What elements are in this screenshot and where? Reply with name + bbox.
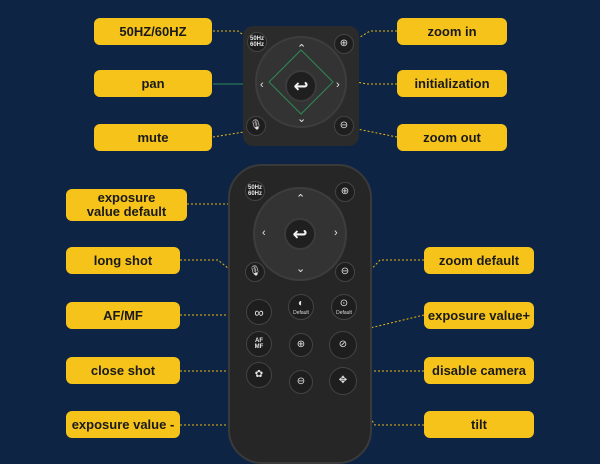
top-mute-button[interactable]: 🎙 bbox=[246, 116, 266, 136]
top-up-arrow[interactable]: ⌃ bbox=[297, 43, 307, 55]
exposure-minus-button[interactable]: ⊖ bbox=[289, 370, 313, 394]
exposure-default-button[interactable]: ◐ Default bbox=[288, 294, 314, 320]
label-close-shot: close shot bbox=[66, 357, 180, 384]
label-exposure-value-minus: exposure value - bbox=[66, 411, 180, 438]
plus-circle-icon: ⊕ bbox=[296, 339, 306, 350]
exposure-plus-button[interactable]: ⊕ bbox=[289, 333, 313, 357]
top-hz-button[interactable]: 50Hz 60Hz bbox=[247, 32, 267, 52]
remote-up-arrow[interactable]: ⌃ bbox=[296, 193, 306, 205]
label-tilt: tilt bbox=[424, 411, 534, 438]
magnifier-plus-icon: ⊕ bbox=[339, 38, 349, 49]
top-left-arrow[interactable]: ‹ bbox=[260, 79, 264, 91]
long-shot-button[interactable]: ∞ bbox=[246, 299, 272, 325]
half-circle-icon: ◐ bbox=[297, 298, 305, 309]
minus-circle-icon: ⊖ bbox=[296, 376, 306, 387]
microphone-mute-icon: 🎙 bbox=[249, 120, 263, 131]
infinity-icon: ∞ bbox=[254, 304, 264, 320]
af-mf-icon: AF MF bbox=[254, 338, 264, 350]
label-long-shot: long shot bbox=[66, 247, 180, 274]
four-arrows-icon: ✥ bbox=[338, 375, 348, 386]
remote-initialization-button[interactable]: ↩ bbox=[284, 218, 316, 250]
label-af-mf: AF/MF bbox=[66, 302, 180, 329]
pan-diamond-highlight bbox=[268, 49, 334, 115]
label-disable-camera: disable camera bbox=[424, 357, 534, 384]
label-mute: mute bbox=[94, 124, 212, 151]
tilt-button[interactable]: ✥ bbox=[329, 367, 357, 395]
top-right-arrow[interactable]: › bbox=[336, 79, 340, 91]
back-arrow-icon: ↩ bbox=[292, 223, 308, 244]
magnifier-minus-icon: ⊖ bbox=[339, 120, 349, 131]
magnifier-minus-icon: ⊖ bbox=[340, 266, 350, 277]
eye-off-icon: ⊘ bbox=[338, 339, 348, 350]
top-zoom-out-button[interactable]: ⊖ bbox=[334, 116, 354, 136]
top-zoom-in-button[interactable]: ⊕ bbox=[334, 34, 354, 54]
remote-left-arrow[interactable]: ‹ bbox=[262, 227, 266, 239]
back-arrow-icon: ↩ bbox=[293, 75, 309, 96]
magnifier-icon: ⊙ bbox=[339, 298, 349, 309]
label-exposure-value-plus: exposure value+ bbox=[424, 302, 534, 329]
label-zoom-out: zoom out bbox=[397, 124, 507, 151]
leader-hz bbox=[213, 30, 251, 41]
remote-down-arrow[interactable]: ⌄ bbox=[296, 263, 306, 275]
label-zoom-default: zoom default bbox=[424, 247, 534, 274]
af-mf-button[interactable]: AF MF bbox=[246, 331, 272, 357]
label-exposure-value-default: exposure value default bbox=[66, 189, 187, 221]
remote-mute-button[interactable]: 🎙 bbox=[245, 262, 265, 282]
close-shot-button[interactable]: ✿ bbox=[246, 362, 272, 388]
top-down-arrow[interactable]: ⌄ bbox=[297, 113, 307, 125]
remote-zoom-in-button[interactable]: ⊕ bbox=[335, 182, 355, 202]
flower-icon: ✿ bbox=[254, 369, 264, 380]
label-pan: pan bbox=[94, 70, 212, 97]
remote-right-arrow[interactable]: › bbox=[334, 227, 338, 239]
label-50hz-60hz: 50HZ/60HZ bbox=[94, 18, 212, 45]
remote-hz-button[interactable]: 50Hz 60Hz bbox=[245, 181, 265, 201]
microphone-mute-icon: 🎙 bbox=[248, 266, 262, 277]
magnifier-plus-icon: ⊕ bbox=[340, 186, 350, 197]
label-initialization: initialization bbox=[397, 70, 507, 97]
initialization-button[interactable]: ↩ bbox=[285, 70, 317, 102]
disable-camera-button[interactable]: ⊘ bbox=[329, 331, 357, 359]
zoom-default-button[interactable]: ⊙ Default bbox=[331, 294, 357, 320]
remote-zoom-out-button[interactable]: ⊖ bbox=[335, 262, 355, 282]
label-zoom-in: zoom in bbox=[397, 18, 507, 45]
